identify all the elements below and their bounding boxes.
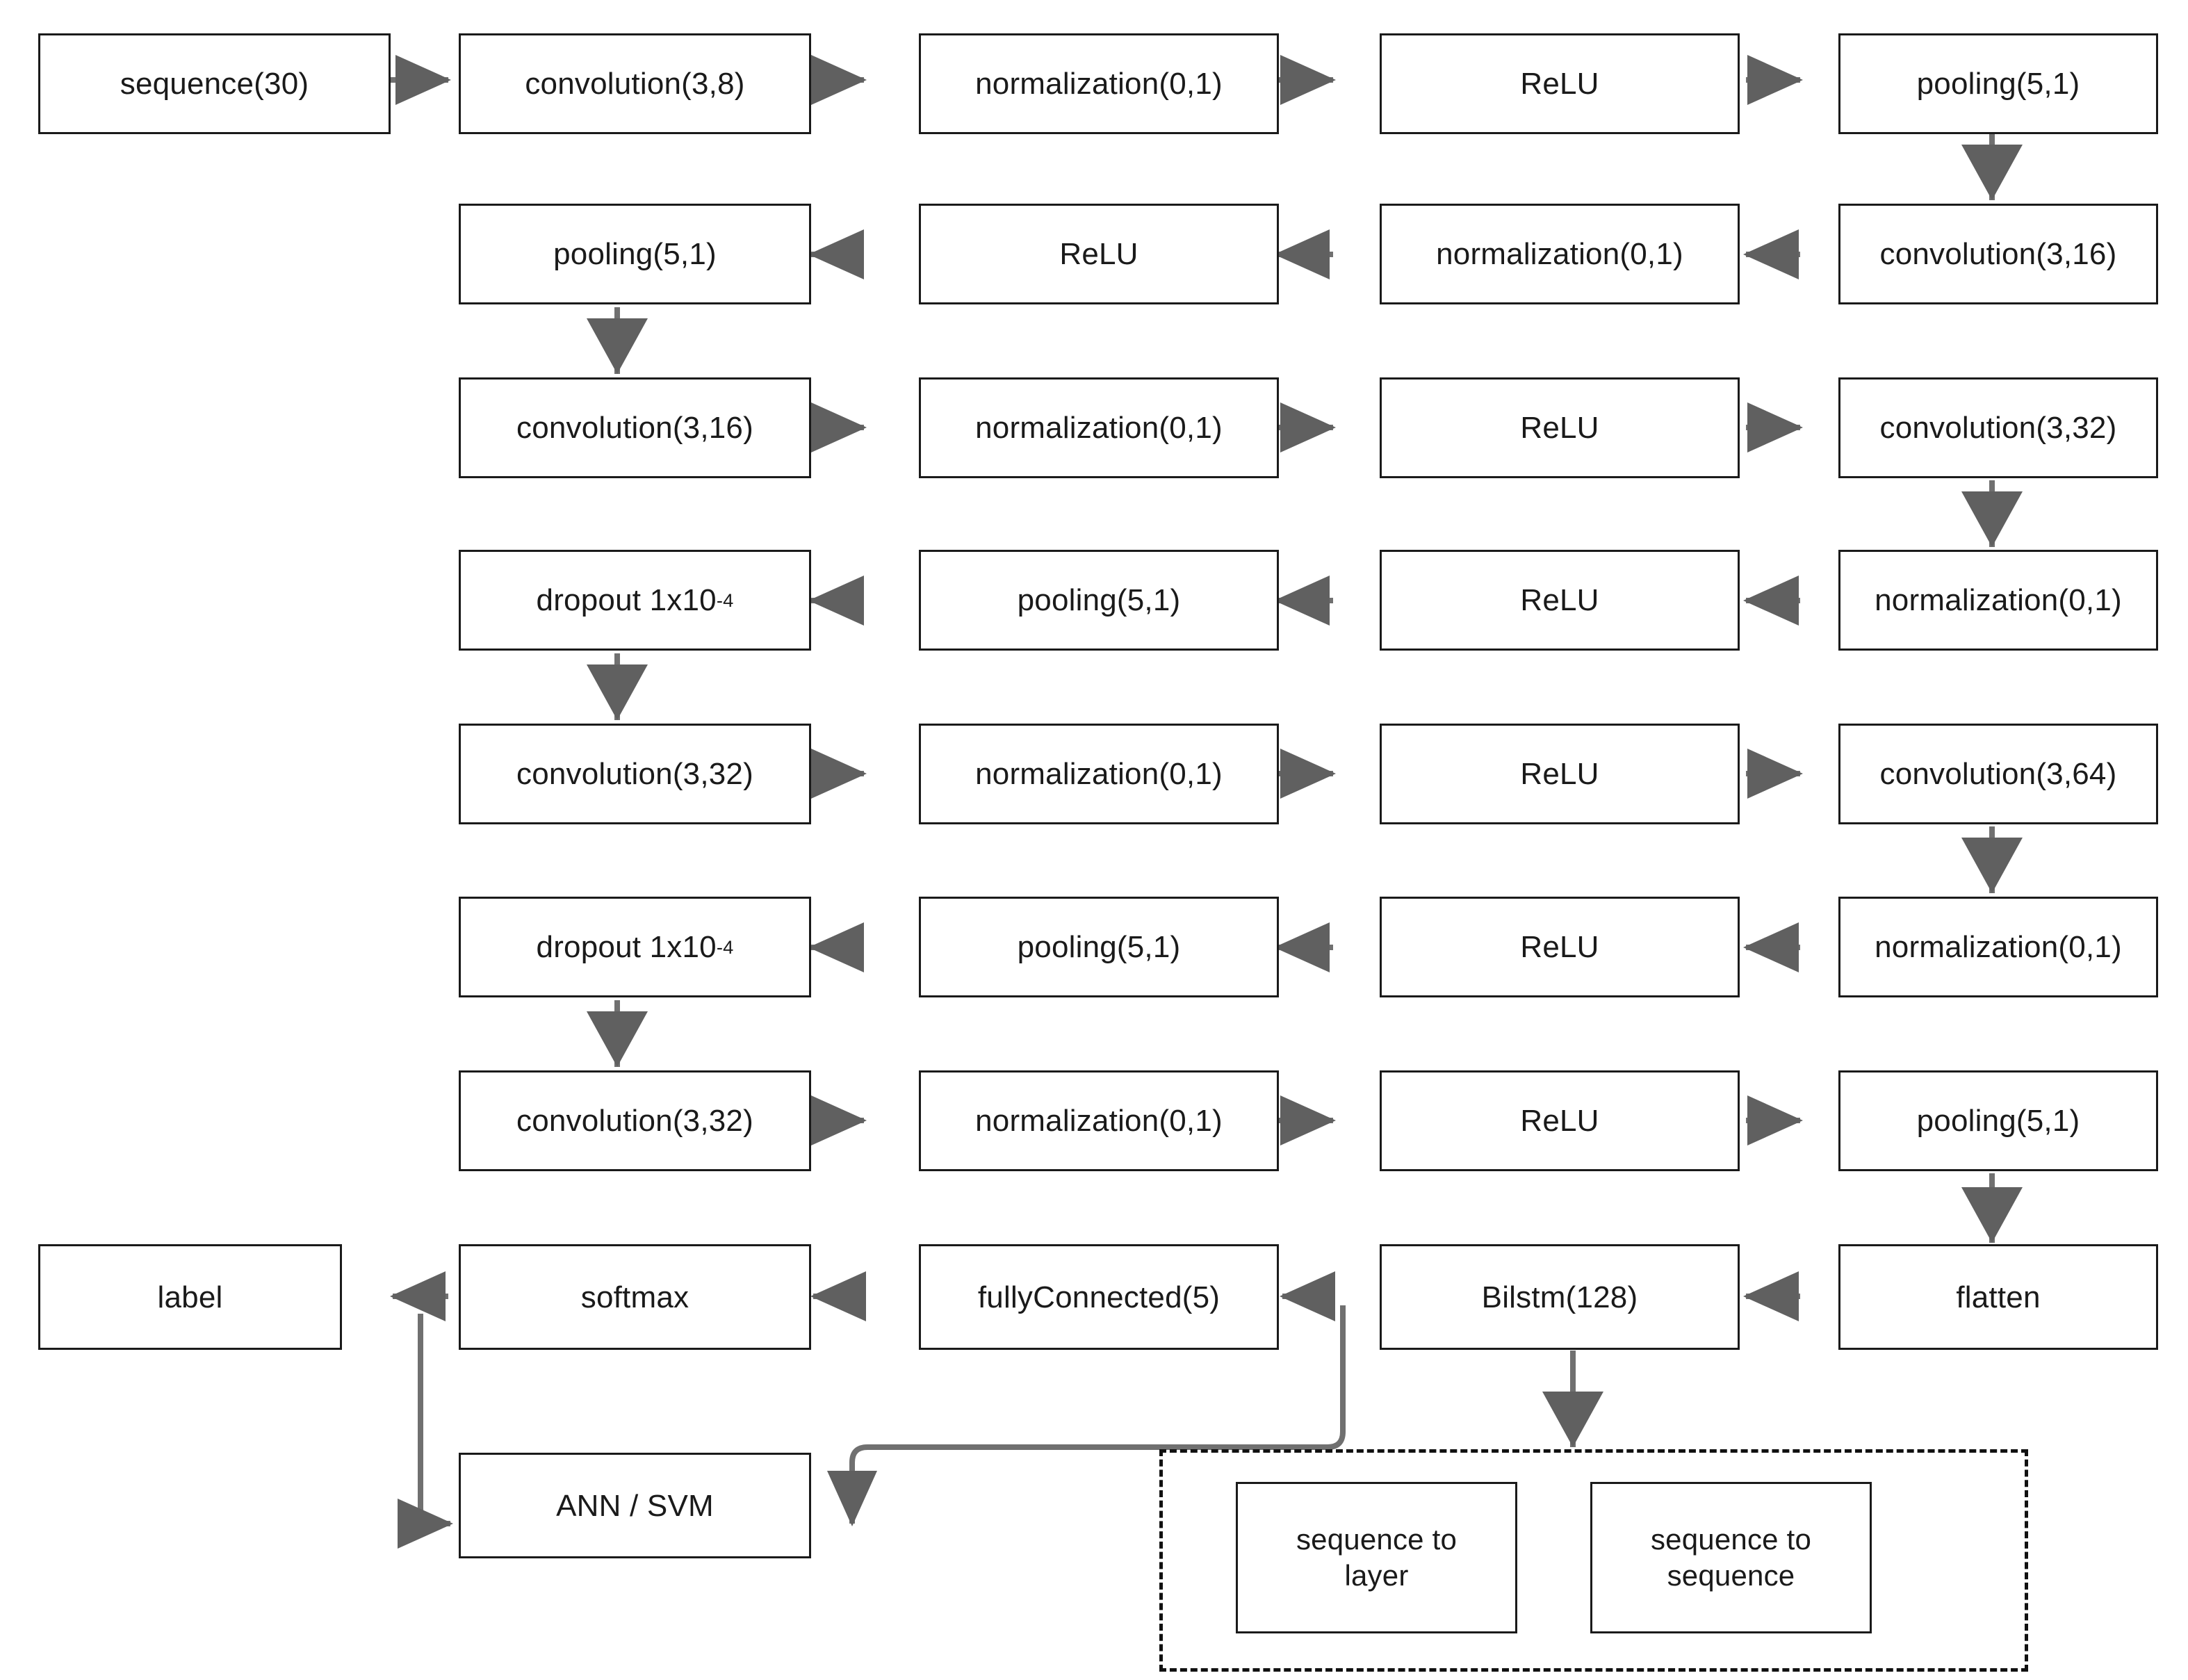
node-normalization-r3[interactable]: normalization(0,1) [919,377,1279,478]
node-convolution-3-16-r3[interactable]: convolution(3,16) [459,377,811,478]
node-relu-r6[interactable]: ReLU [1380,897,1740,997]
node-normalization-r1[interactable]: normalization(0,1) [919,33,1279,134]
node-relu-r4[interactable]: ReLU [1380,550,1740,651]
node-sequence-to-sequence[interactable]: sequence to sequence [1590,1482,1872,1633]
node-dropout-r6[interactable]: dropout 1x10-4 [459,897,811,997]
node-normalization-r5[interactable]: normalization(0,1) [919,724,1279,824]
dropout-label-r4: dropout 1x10 [536,583,717,617]
node-pooling-r2[interactable]: pooling(5,1) [459,204,811,304]
node-flatten[interactable]: flatten [1838,1244,2158,1350]
node-pooling-r1[interactable]: pooling(5,1) [1838,33,2158,134]
node-relu-r1[interactable]: ReLU [1380,33,1740,134]
node-pooling-r6[interactable]: pooling(5,1) [919,897,1279,997]
node-normalization-r7[interactable]: normalization(0,1) [919,1070,1279,1171]
node-normalization-r2[interactable]: normalization(0,1) [1380,204,1740,304]
node-relu-r3[interactable]: ReLU [1380,377,1740,478]
node-pooling-r7[interactable]: pooling(5,1) [1838,1070,2158,1171]
node-convolution-3-64-r5[interactable]: convolution(3,64) [1838,724,2158,824]
node-relu-r2[interactable]: ReLU [919,204,1279,304]
node-fullyconnected-5[interactable]: fullyConnected(5) [919,1244,1279,1350]
node-sequence-30[interactable]: sequence(30) [38,33,391,134]
node-ann-svm[interactable]: ANN / SVM [459,1453,811,1558]
node-dropout-r4[interactable]: dropout 1x10-4 [459,550,811,651]
sequence-mode-group [1159,1449,2028,1672]
node-bilstm-128[interactable]: Bilstm(128) [1380,1244,1740,1350]
node-normalization-r4[interactable]: normalization(0,1) [1838,550,2158,651]
node-label[interactable]: label [38,1244,342,1350]
node-softmax[interactable]: softmax [459,1244,811,1350]
node-convolution-3-16-r2[interactable]: convolution(3,16) [1838,204,2158,304]
node-convolution-3-32-r3[interactable]: convolution(3,32) [1838,377,2158,478]
node-pooling-r4[interactable]: pooling(5,1) [919,550,1279,651]
node-relu-r5[interactable]: ReLU [1380,724,1740,824]
node-normalization-r6[interactable]: normalization(0,1) [1838,897,2158,997]
node-convolution-3-32-r5[interactable]: convolution(3,32) [459,724,811,824]
node-sequence-to-layer[interactable]: sequence to layer [1236,1482,1517,1633]
node-convolution-3-32-r7[interactable]: convolution(3,32) [459,1070,811,1171]
dropout-label-r6: dropout 1x10 [536,930,717,964]
node-convolution-3-8[interactable]: convolution(3,8) [459,33,811,134]
node-relu-r7[interactable]: ReLU [1380,1070,1740,1171]
